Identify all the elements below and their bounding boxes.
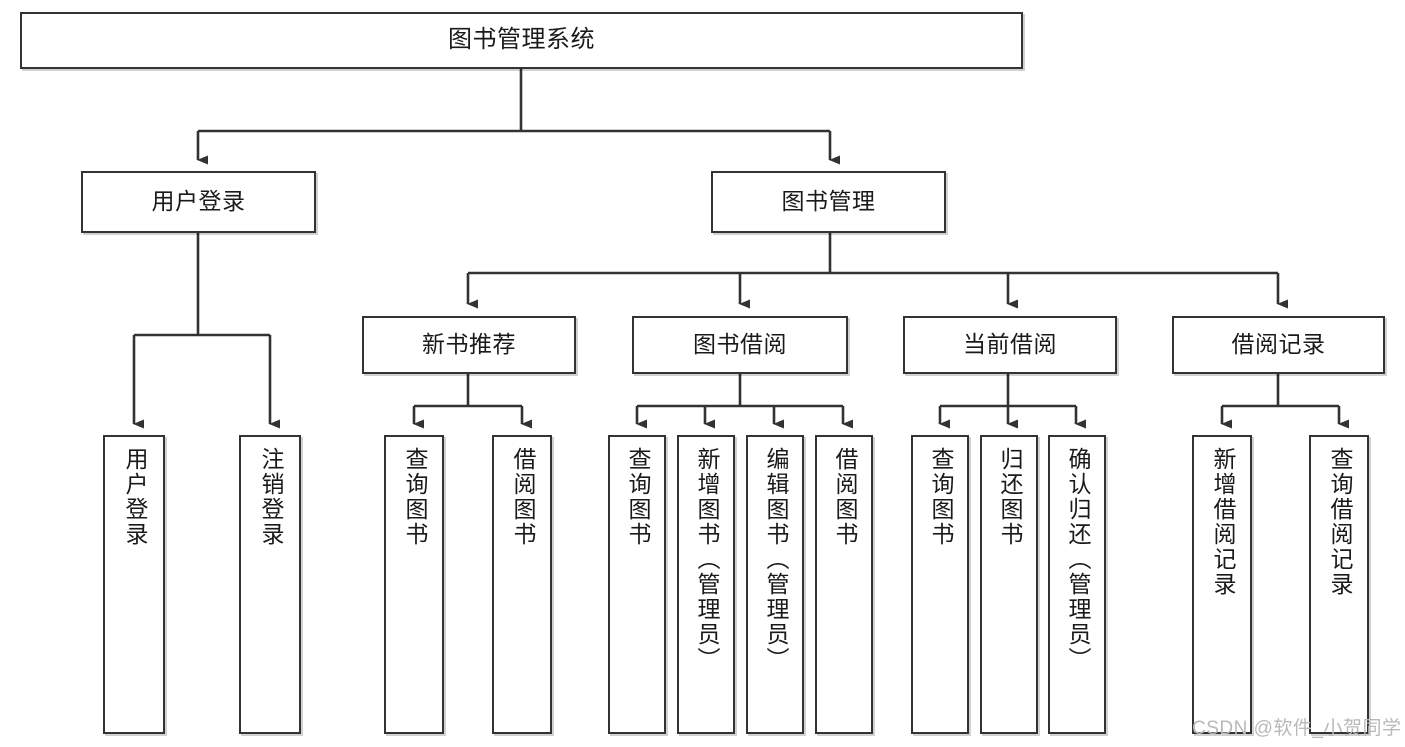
watermark-text: CSDN @软件_小贺同学 (1192, 718, 1402, 739)
node-label: 新增借阅记录 (1209, 447, 1236, 597)
leaf-bb-add-book[interactable]: 新增图书（管理员） (677, 435, 735, 734)
node-current-borrow[interactable]: 当前借阅 (903, 316, 1117, 374)
node-book-management[interactable]: 图书管理 (711, 171, 946, 233)
node-label: 借阅图书 (831, 447, 858, 547)
leaf-cb-confirm-return[interactable]: 确认归还（管理员） (1048, 435, 1106, 734)
node-label: 用户登录 (121, 447, 148, 547)
node-label: 编辑图书（管理员） (762, 447, 789, 672)
leaf-br-query-record[interactable]: 查询借阅记录 (1309, 435, 1369, 734)
node-label: 查询借阅记录 (1326, 447, 1353, 597)
node-label: 查询图书 (401, 447, 428, 547)
node-label: 当前借阅 (963, 331, 1057, 358)
node-label: 借阅记录 (1231, 331, 1326, 358)
node-label: 注销登录 (257, 447, 284, 547)
node-label: 新书推荐 (422, 331, 516, 358)
leaf-logout[interactable]: 注销登录 (239, 435, 301, 734)
node-label: 查询图书 (927, 447, 954, 547)
node-borrow-record[interactable]: 借阅记录 (1172, 316, 1385, 374)
node-label: 图书借阅 (693, 331, 787, 358)
node-user-login[interactable]: 用户登录 (81, 171, 316, 233)
node-new-book-recommend[interactable]: 新书推荐 (362, 316, 576, 374)
node-label: 归还图书 (996, 447, 1023, 547)
leaf-bb-borrow-book[interactable]: 借阅图书 (815, 435, 873, 734)
node-label: 确认归还（管理员） (1064, 447, 1091, 672)
leaf-bb-edit-book[interactable]: 编辑图书（管理员） (746, 435, 804, 734)
node-label: 图书管理 (781, 188, 876, 215)
node-book-borrow[interactable]: 图书借阅 (632, 316, 848, 374)
node-label: 新增图书（管理员） (693, 447, 720, 672)
leaf-cb-query-book[interactable]: 查询图书 (911, 435, 969, 734)
node-label: 用户登录 (151, 188, 246, 215)
leaf-bb-query-book[interactable]: 查询图书 (608, 435, 666, 734)
node-label: 借阅图书 (509, 447, 536, 547)
leaf-br-add-record[interactable]: 新增借阅记录 (1192, 435, 1252, 734)
node-root-system[interactable]: 图书管理系统 (20, 12, 1023, 69)
leaf-nb-borrow-book[interactable]: 借阅图书 (492, 435, 552, 734)
leaf-nb-query-book[interactable]: 查询图书 (384, 435, 444, 734)
leaf-cb-return-book[interactable]: 归还图书 (980, 435, 1038, 734)
node-label: 图书管理系统 (448, 26, 595, 54)
leaf-user-login[interactable]: 用户登录 (103, 435, 165, 734)
node-label: 查询图书 (624, 447, 651, 547)
